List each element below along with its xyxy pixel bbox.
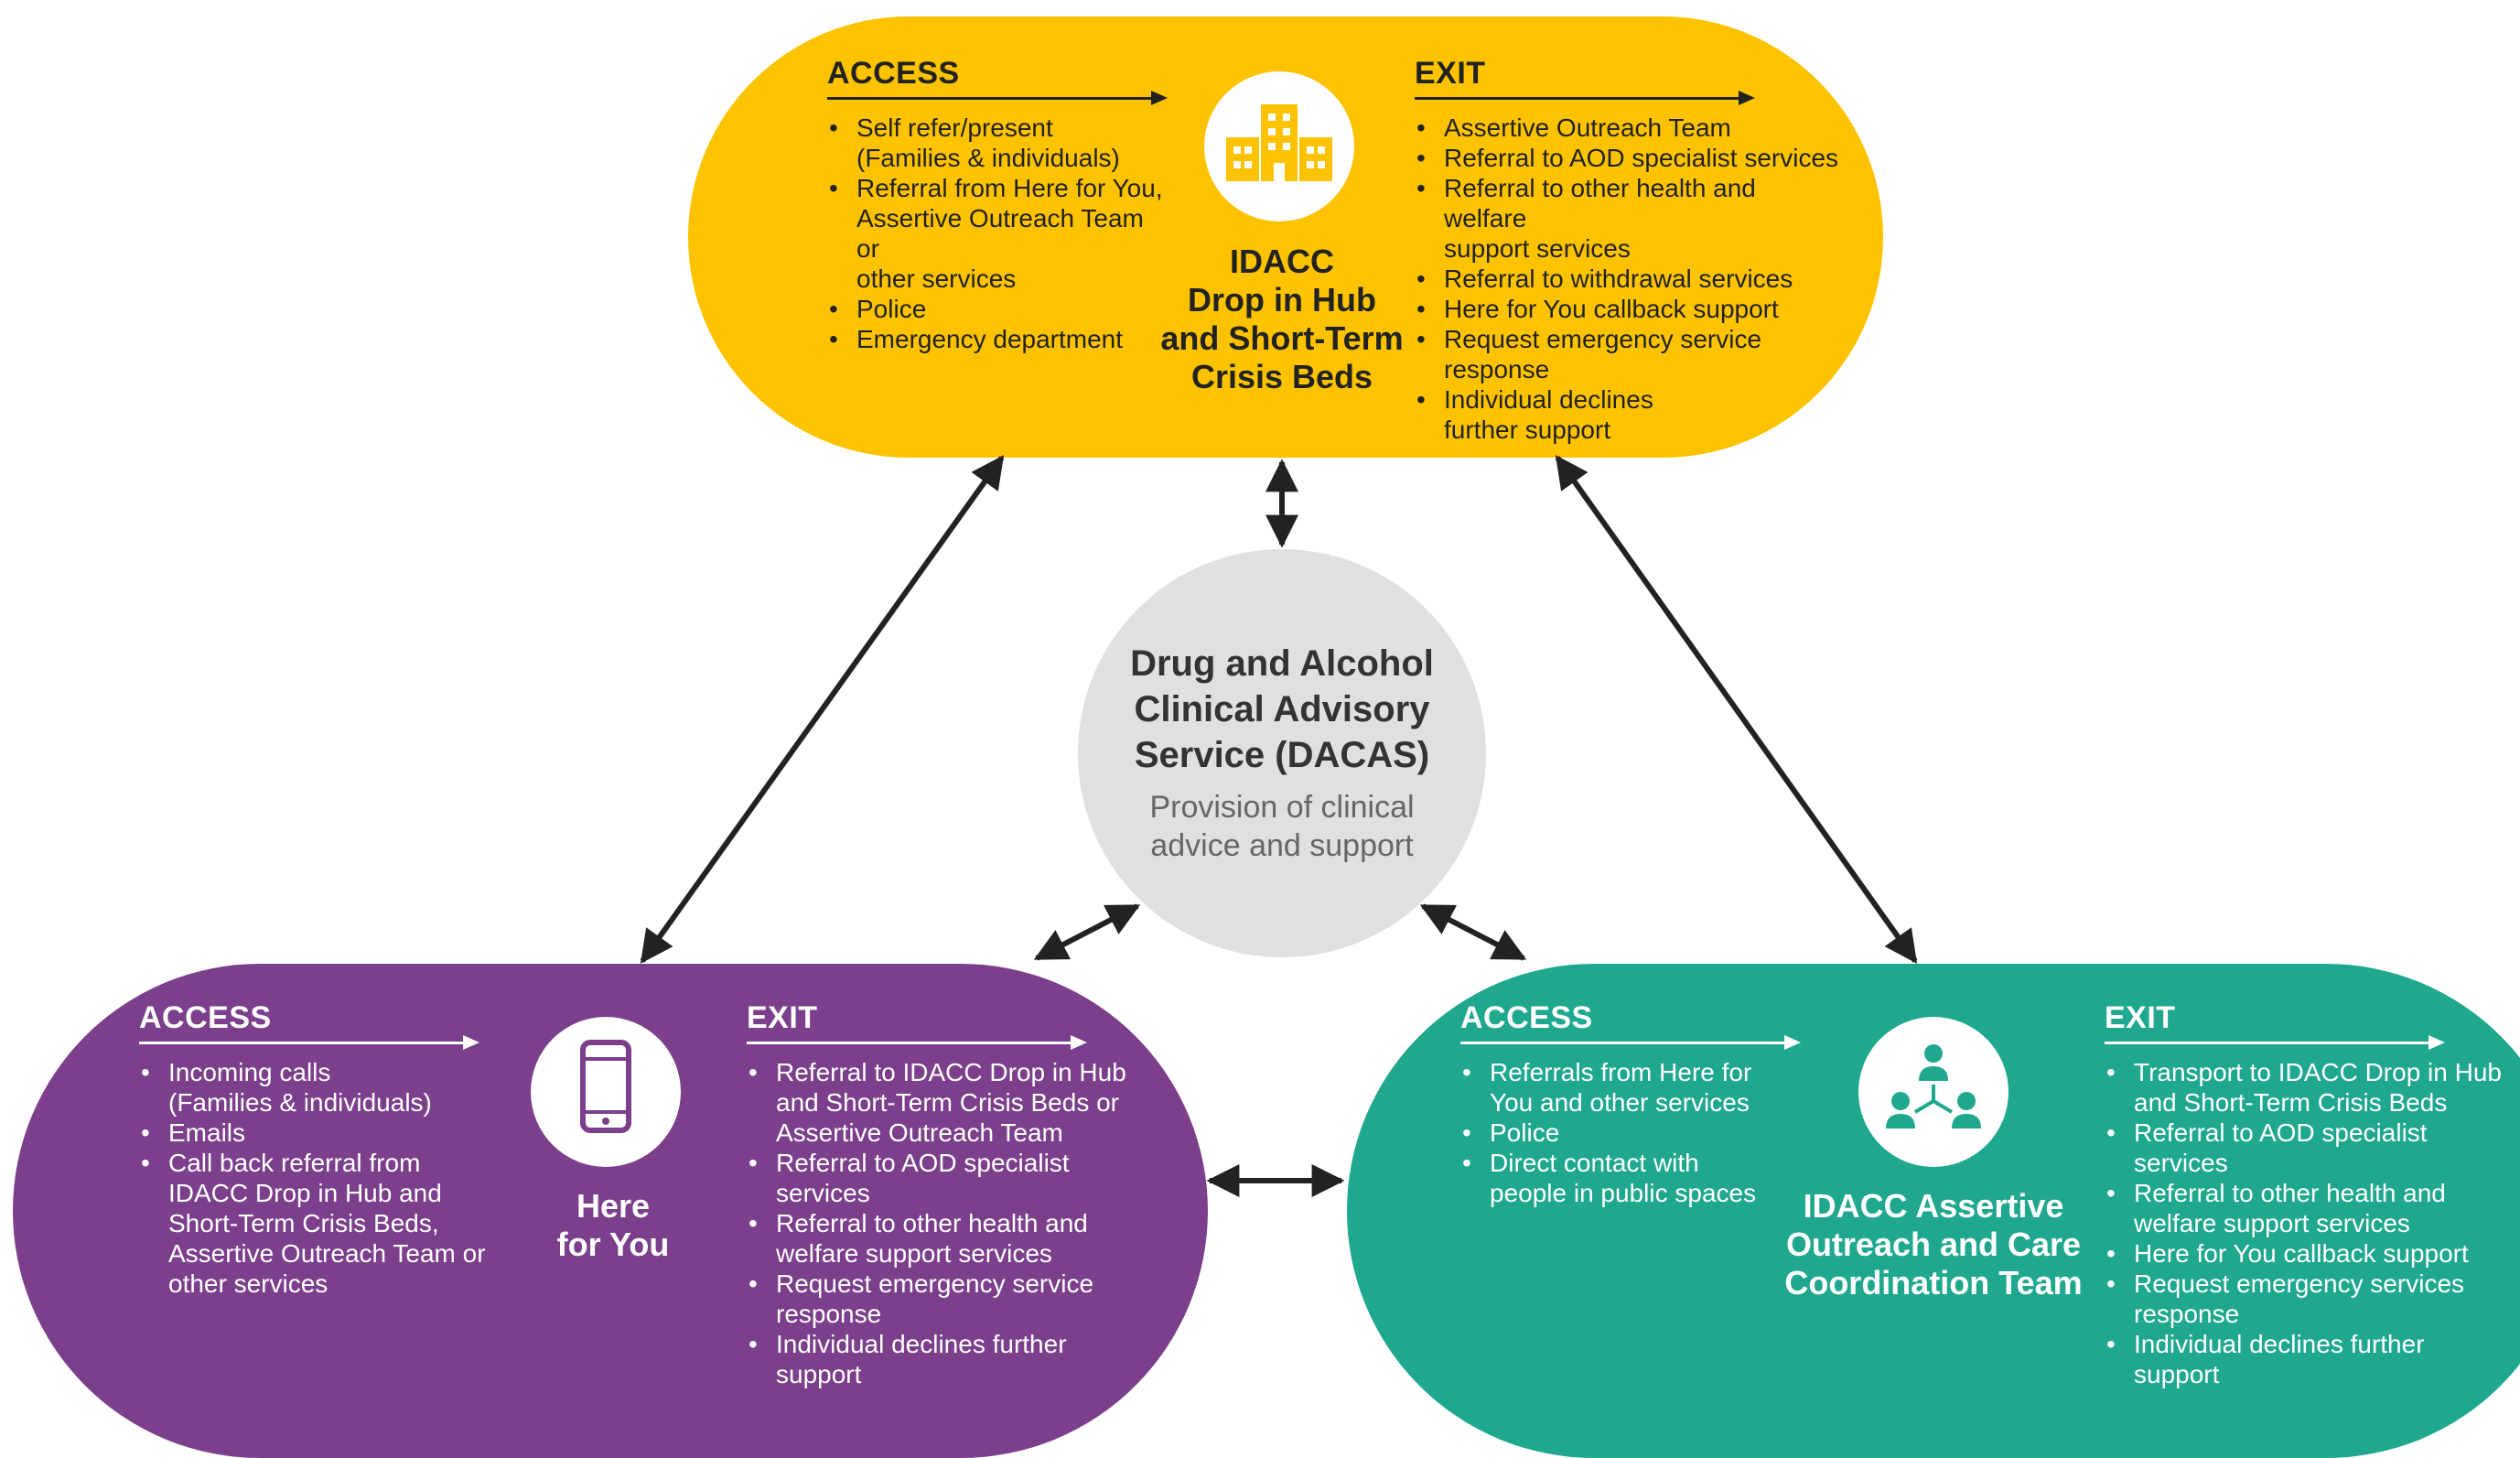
dacas-title-line: Drug and Alcohol (1130, 643, 1434, 684)
title-line: IDACC Assertive (1803, 1187, 2064, 1225)
left-access-section: ACCESS Incoming calls(Families & individ… (139, 999, 487, 1299)
right-exit-heading: EXIT (2105, 1000, 2176, 1035)
list-item: Incoming calls(Families & individuals) (139, 1057, 487, 1118)
title-line: Coordination Team (1784, 1264, 2083, 1301)
title-line: Outreach and Care (1785, 1226, 2082, 1263)
top-exit-list: Assertive Outreach Team Referral to AOD … (1415, 113, 1845, 445)
team-network-icon (1886, 1044, 1981, 1129)
left-exit-arrow (747, 1035, 1087, 1050)
here-for-you-title: Here for You (494, 1187, 732, 1264)
top-access-list: Self refer/present(Families & individual… (827, 113, 1166, 354)
list-item: Police (1460, 1118, 1808, 1148)
dacas-subtitle: Provision of clinical advice and support (1078, 788, 1486, 865)
right-access-arrow (1460, 1035, 1801, 1050)
team-icon-circle (1858, 1017, 2008, 1167)
arrow-center-left (1033, 903, 1141, 961)
left-exit-heading: EXIT (747, 1000, 818, 1035)
title-line: for You (556, 1226, 670, 1263)
right-exit-arrow (2105, 1035, 2445, 1050)
top-access-arrow (827, 91, 1168, 105)
arrow-center-right (1419, 903, 1527, 961)
outreach-team-title: IDACC Assertive Outreach and Care Coordi… (1780, 1187, 2087, 1302)
list-item: Referral from Here for You,Assertive Out… (827, 173, 1166, 294)
dacas-circle (1078, 549, 1486, 957)
title-line: and Short-Term (1160, 319, 1404, 357)
list-item: Referral to AOD specialist services (1415, 143, 1845, 173)
phone-icon-circle (531, 1017, 681, 1167)
left-access-list: Incoming calls(Families & individuals) E… (139, 1057, 487, 1299)
title-line: Crisis Beds (1190, 358, 1373, 395)
building-icon (1226, 104, 1332, 181)
left-access-arrow (139, 1035, 479, 1050)
list-item: Self refer/present(Families & individual… (827, 113, 1166, 173)
building-icon-circle (1204, 71, 1354, 221)
dacas-subtitle-line: advice and support (1150, 828, 1414, 863)
dacas-title: Drug and Alcohol Clinical Advisory Servi… (1078, 641, 1486, 778)
list-item: Here for You callback support (2105, 1238, 2516, 1269)
title-line: Here (576, 1187, 651, 1225)
top-access-section: ACCESS Self refer/present(Families & ind… (827, 55, 1168, 354)
top-access-heading: ACCESS (827, 56, 960, 91)
drop-in-hub-title: IDACC Drop in Hub and Short-Term Crisis … (1149, 243, 1415, 396)
connector-arrows (640, 455, 1918, 1197)
top-exit-arrow (1415, 91, 1755, 105)
title-line: IDACC (1230, 243, 1334, 280)
arrow-top-left (640, 455, 1005, 964)
list-item: Emails (139, 1118, 487, 1148)
arrow-top-right (1555, 455, 1918, 964)
title-line: Drop in Hub (1188, 281, 1376, 319)
list-item: Referral to other health and welfaresupp… (1415, 173, 1845, 264)
dacas-title-line: Clinical Advisory (1134, 689, 1430, 729)
top-exit-section: EXIT Assertive Outreach Team Referral to… (1415, 55, 1845, 445)
phone-icon (580, 1040, 631, 1133)
right-access-heading: ACCESS (1460, 1000, 1593, 1035)
top-exit-heading: EXIT (1415, 56, 1486, 91)
list-item: Referral to withdrawal services (1415, 264, 1845, 294)
list-item: Here for You callback support (1415, 294, 1845, 324)
dacas-subtitle-line: Provision of clinical (1149, 790, 1415, 825)
list-item: Assertive Outreach Team (1415, 113, 1845, 143)
list-item: Police (827, 294, 1166, 324)
list-item: Emergency department (827, 324, 1166, 354)
left-access-heading: ACCESS (139, 1000, 272, 1035)
dacas-title-line: Service (DACAS) (1134, 735, 1430, 775)
